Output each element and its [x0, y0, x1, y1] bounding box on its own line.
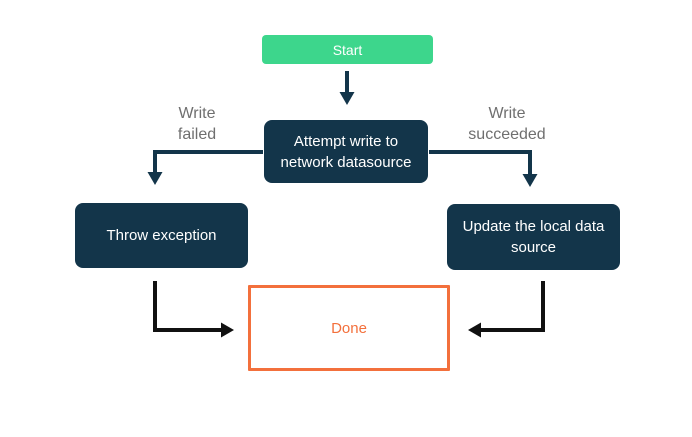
arrow-throw-to-done [153, 281, 234, 338]
node-update-local: Update the local data source [447, 204, 620, 270]
node-done-label: Done [331, 319, 367, 337]
edge-label-write-succeeded-line2: succeeded [468, 126, 546, 143]
edge-label-write-succeeded: Write succeeded [452, 103, 562, 145]
arrow-update-to-done [468, 281, 545, 338]
arrowhead-down-icon [522, 174, 538, 187]
node-attempt-write-label: Attempt write to network datasource [280, 132, 412, 171]
node-attempt-write: Attempt write to network datasource [264, 120, 428, 183]
node-throw-exception: Throw exception [75, 203, 248, 268]
arrowhead-down-icon [147, 172, 163, 185]
edge-label-write-failed-line1: Write [178, 105, 216, 122]
edge-label-write-succeeded-line1: Write [488, 105, 526, 122]
node-throw-exception-label: Throw exception [106, 227, 217, 244]
arrowhead-left-icon [468, 322, 481, 338]
arrow-attempt-to-update [429, 150, 538, 187]
arrow-start-to-attempt [339, 71, 355, 105]
edge-label-write-failed: Write failed [142, 103, 252, 145]
node-done: Done [248, 285, 450, 371]
node-start-label: Start [332, 41, 363, 58]
node-update-local-label: Update the local data source [462, 218, 605, 256]
arrow-attempt-to-throw [147, 150, 263, 185]
node-start: Start [262, 35, 433, 64]
arrowhead-right-icon [221, 322, 234, 338]
edge-label-write-failed-line2: failed [177, 126, 217, 143]
arrowhead-down-icon [339, 92, 355, 105]
